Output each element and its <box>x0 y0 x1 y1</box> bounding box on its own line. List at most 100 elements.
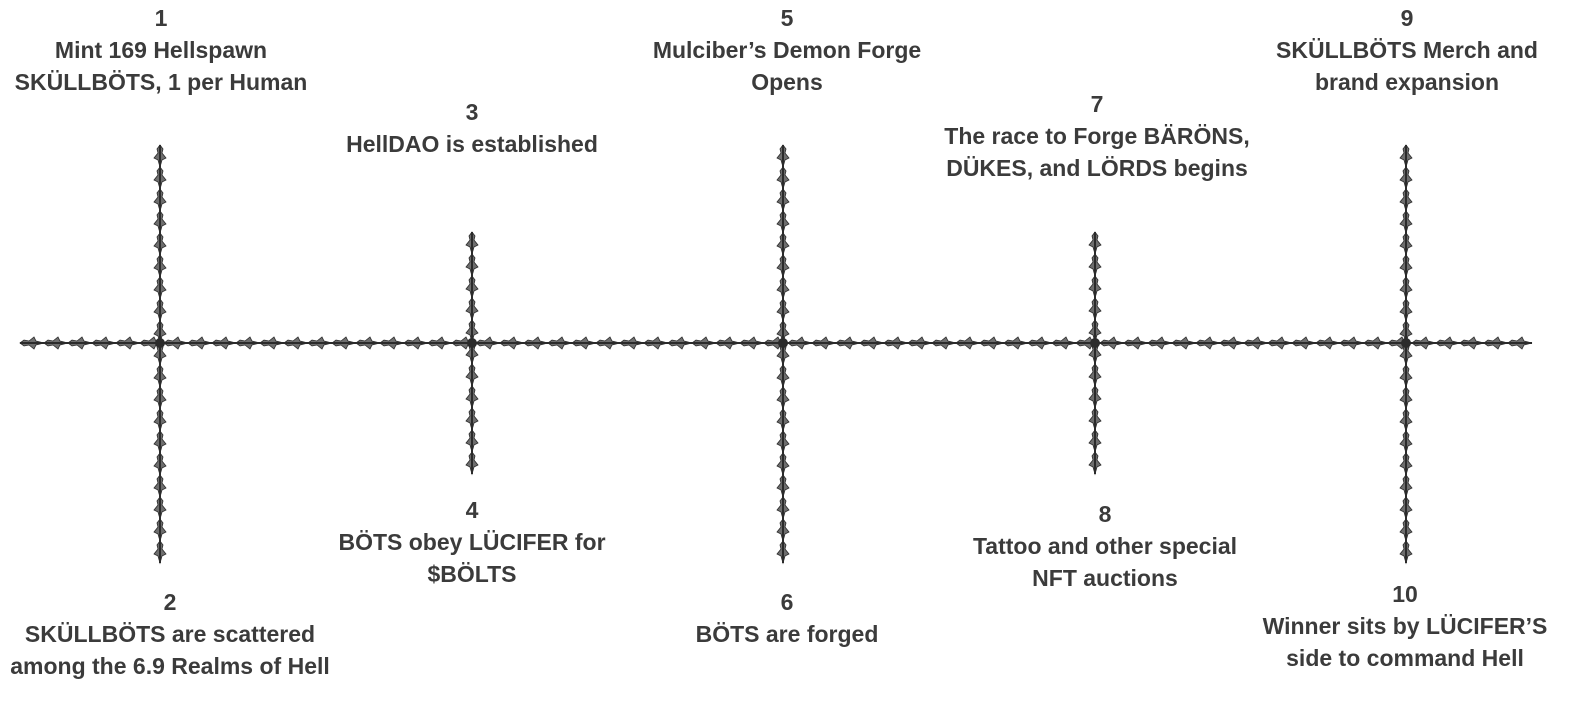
timeline-marker-spike <box>153 232 167 256</box>
timeline-axis-spike <box>571 336 597 350</box>
timeline-marker-spike <box>1088 363 1102 387</box>
timeline-axis-spike <box>115 336 141 350</box>
timeline-marker-spike <box>1399 430 1413 454</box>
milestone-7: 7 The race to Forge BÄRÖNS, DÜKES, and L… <box>937 88 1257 184</box>
milestone-text: Mulciber’s Demon Forge Opens <box>652 37 922 95</box>
timeline-marker-spike <box>1399 496 1413 520</box>
timeline-axis-spike <box>1051 336 1077 350</box>
timeline-marker-spike <box>776 386 790 410</box>
timeline-marker-spike <box>776 474 790 498</box>
timeline-axis-spike <box>331 336 357 350</box>
timeline-axis-spike <box>739 336 765 350</box>
timeline-junction <box>778 338 788 348</box>
timeline-marker-spike <box>1399 144 1413 168</box>
timeline-axis-spike <box>931 336 957 350</box>
milestone-1: 1 Mint 169 Hellspawn SKÜLLBÖTS, 1 per Hu… <box>0 2 322 98</box>
timeline-axis-spike <box>691 336 717 350</box>
milestone-number: 8 <box>1098 501 1112 527</box>
milestone-4: 4 BÖTS obey LÜCIFER for $BÖLTS <box>327 494 617 590</box>
timeline-marker-spike <box>776 452 790 476</box>
timeline-marker-spike <box>153 144 167 168</box>
milestone-text: BÖTS are forged <box>695 621 879 647</box>
timeline-marker-spike <box>1399 452 1413 476</box>
milestone-text: BÖTS obey LÜCIFER for $BÖLTS <box>338 529 606 587</box>
timeline-axis-spike <box>1267 336 1293 350</box>
timeline-marker-spike <box>153 496 167 520</box>
timeline-axis-spike <box>43 336 69 350</box>
milestone-text: Mint 169 Hellspawn SKÜLLBÖTS, 1 per Huma… <box>14 37 308 95</box>
timeline-axis-spike <box>835 336 861 350</box>
timeline-marker-spike <box>1088 407 1102 431</box>
milestone-number: 10 <box>1392 581 1418 607</box>
timeline-marker-spike <box>1088 253 1102 277</box>
timeline-marker-spike <box>465 385 479 409</box>
milestone-9: 9 SKÜLLBÖTS Merch and brand expansion <box>1262 2 1552 98</box>
timeline-marker-spike <box>153 518 167 542</box>
timeline-marker-spike <box>776 210 790 234</box>
milestone-number: 9 <box>1400 5 1414 31</box>
timeline-marker-spike <box>465 429 479 453</box>
milestone-text: SKÜLLBÖTS are scattered among the 6.9 Re… <box>10 621 330 679</box>
timeline-marker-spike <box>153 166 167 190</box>
milestone-6: 6 BÖTS are forged <box>637 586 937 650</box>
timeline-axis-spike <box>1411 336 1437 350</box>
timeline-marker-spike <box>1399 188 1413 212</box>
timeline-marker-spike <box>465 275 479 299</box>
timeline-axis-spike <box>859 336 885 350</box>
timeline-axis-spike <box>955 336 981 350</box>
timeline-axis-spike <box>1339 336 1365 350</box>
milestone-number: 5 <box>780 5 794 31</box>
timeline-marker-spike <box>153 430 167 454</box>
timeline-axis-spike <box>91 336 117 350</box>
milestone-number: 6 <box>780 589 794 615</box>
timeline-marker-spike <box>1399 518 1413 542</box>
timeline-axis-spike <box>283 336 309 350</box>
timeline-axis-spike <box>307 336 333 350</box>
timeline-axis-spike <box>883 336 909 350</box>
timeline-axis-spike <box>523 336 549 350</box>
milestone-8: 8 Tattoo and other special NFT auctions <box>955 498 1255 594</box>
milestone-number: 1 <box>154 5 168 31</box>
milestone-3: 3 HellDAO is established <box>322 96 622 160</box>
milestone-number: 3 <box>465 99 479 125</box>
timeline-marker-spike <box>1088 429 1102 453</box>
timeline-axis-spike <box>235 336 261 350</box>
timeline-marker-spike <box>1399 408 1413 432</box>
timeline-marker-spike <box>153 210 167 234</box>
timeline-junction <box>1401 338 1411 348</box>
milestone-number: 4 <box>465 497 479 523</box>
timeline-marker-spike <box>776 276 790 300</box>
timeline-axis-spike <box>1123 336 1149 350</box>
timeline-marker-spike <box>1399 210 1413 234</box>
timeline-axis-spike <box>811 336 837 350</box>
timeline-axis-spike <box>1483 336 1509 350</box>
timeline-marker-spike <box>776 254 790 278</box>
timeline-axis-spike <box>1003 336 1029 350</box>
timeline-marker-spike <box>1088 451 1102 475</box>
timeline-marker-spike <box>1399 254 1413 278</box>
timeline-marker-spike <box>465 451 479 475</box>
milestone-text: Winner sits by LÜCIFER’S side to command… <box>1262 613 1548 671</box>
timeline-axis-spike <box>907 336 933 350</box>
timeline-axis-spike <box>19 336 45 350</box>
timeline-axis-spike <box>787 336 813 350</box>
timeline-axis-spike <box>715 336 741 350</box>
timeline-marker-spike <box>153 276 167 300</box>
timeline-axis-spike <box>1435 336 1461 350</box>
timeline-axis-spike <box>187 336 213 350</box>
timeline-axis-spike <box>1219 336 1245 350</box>
timeline-marker-spike <box>153 298 167 322</box>
timeline-marker-spike <box>153 188 167 212</box>
timeline-marker-spike <box>465 407 479 431</box>
timeline-marker-spike <box>776 430 790 454</box>
timeline-marker-spike <box>153 452 167 476</box>
timeline-marker-spike <box>776 518 790 542</box>
timeline-axis-spike <box>619 336 645 350</box>
timeline-axis-spike <box>1147 336 1173 350</box>
timeline-marker-spike <box>153 386 167 410</box>
milestone-5: 5 Mulciber’s Demon Forge Opens <box>637 2 937 98</box>
timeline-axis-spike <box>163 336 189 350</box>
timeline-axis-spike <box>67 336 93 350</box>
timeline-marker-spike <box>1088 297 1102 321</box>
timeline-axis-spike <box>379 336 405 350</box>
